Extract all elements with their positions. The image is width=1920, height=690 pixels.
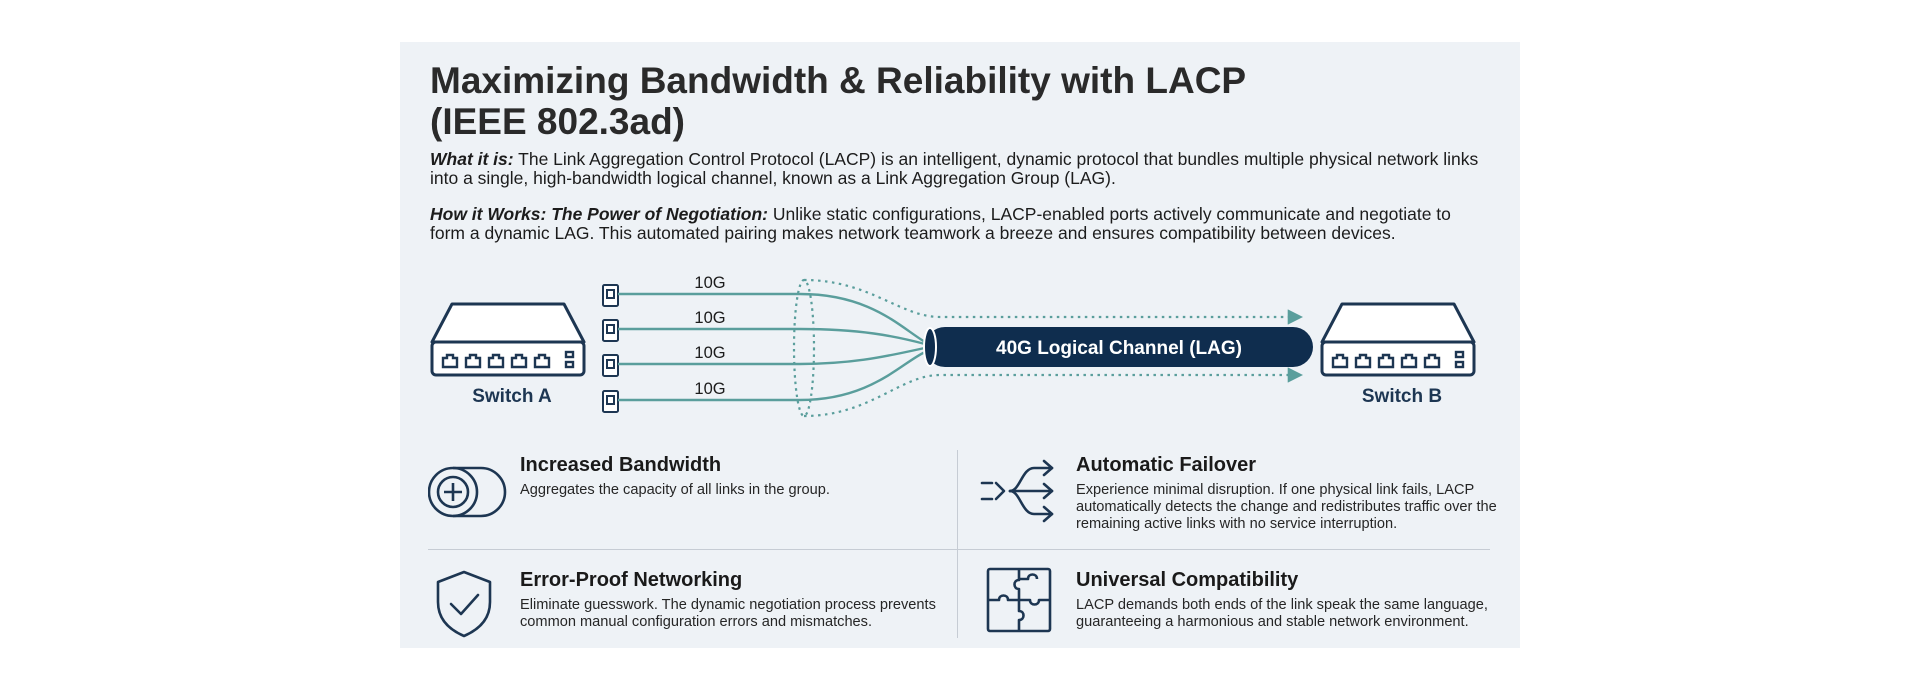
link-speed-label: 10G <box>694 309 725 327</box>
bundle-bottom-arrow <box>803 367 1304 418</box>
physical-link-line <box>618 350 926 402</box>
port-connector-icon <box>602 319 619 342</box>
what-it-is-text: The Link Aggregation Control Protocol (L… <box>430 149 1479 188</box>
failover-arrows-icon <box>980 459 1054 523</box>
title-line-1: Maximizing Bandwidth & Reliability with … <box>430 60 1247 101</box>
how-it-works-label: How it Works: The Power of Negotiation: <box>430 204 769 224</box>
feature-universal-compatibility: Universal Compatibility LACP demands bot… <box>1076 569 1506 631</box>
lag-channel-bar <box>925 327 1313 367</box>
feature-description: Experience minimal disruption. If one ph… <box>1076 482 1497 532</box>
feature-divider-vertical <box>957 450 958 638</box>
feature-description: LACP demands both ends of the link speak… <box>1076 597 1488 630</box>
physical-link-line <box>618 346 926 366</box>
feature-automatic-failover: Automatic Failover Experience minimal di… <box>1076 454 1506 533</box>
feature-error-proof-networking: Error-Proof Networking Eliminate guesswo… <box>520 569 940 631</box>
port-connector-icon <box>602 354 619 377</box>
link-speed-label: 10G <box>694 344 725 362</box>
title-line-2: (IEEE 802.3ad) <box>430 101 686 142</box>
feature-divider-horizontal <box>428 549 1490 550</box>
how-it-works-paragraph: How it Works: The Power of Negotiation: … <box>430 205 1490 243</box>
port-connector-icon <box>602 284 619 307</box>
feature-title: Universal Compatibility <box>1076 569 1299 591</box>
puzzle-icon <box>986 567 1052 633</box>
physical-link-line <box>618 327 926 346</box>
feature-increased-bandwidth: Increased Bandwidth Aggregates the capac… <box>520 454 940 499</box>
bundle-ellipse <box>792 278 816 418</box>
bundle-top-arrow <box>803 278 1304 325</box>
how-it-works-text: Unlike static configurations, LACP-enabl… <box>430 204 1451 243</box>
switch-a-label: Switch A <box>472 386 552 407</box>
feature-title: Increased Bandwidth <box>520 454 722 476</box>
feature-title: Automatic Failover <box>1076 454 1257 476</box>
bandwidth-plus-icon <box>428 466 507 518</box>
feature-description: Eliminate guesswork. The dynamic negotia… <box>520 597 936 630</box>
what-it-is-label: What it is: <box>430 149 514 169</box>
switch-b-label: Switch B <box>1362 386 1442 407</box>
page-title: Maximizing Bandwidth & Reliability with … <box>430 60 1330 142</box>
what-it-is-paragraph: What it is: The Link Aggregation Control… <box>430 150 1490 188</box>
lacp-diagram: Switch A Switch B <box>430 274 1476 418</box>
feature-description: Aggregates the capacity of all links in … <box>520 482 830 498</box>
switch-a-icon <box>430 302 586 377</box>
link-speed-label: 10G <box>694 274 725 292</box>
lag-channel-label: 40G Logical Channel (LAG) <box>996 338 1242 359</box>
link-speed-label: 10G <box>694 380 725 398</box>
lag-channel-end-cap <box>923 327 937 367</box>
port-connector-icon <box>602 390 619 413</box>
switch-b-icon <box>1320 302 1476 377</box>
physical-link-line <box>618 292 926 344</box>
shield-check-icon <box>436 570 492 638</box>
feature-title: Error-Proof Networking <box>520 569 743 591</box>
infographic-panel: Maximizing Bandwidth & Reliability with … <box>400 42 1520 648</box>
